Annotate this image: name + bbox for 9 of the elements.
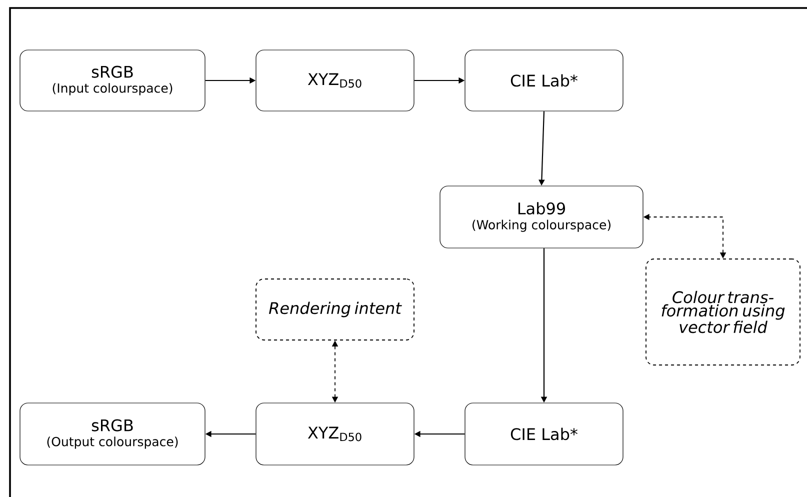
process-box: CIE Lab* — [464, 402, 624, 466]
note-box: Rendering intent — [256, 278, 414, 340]
process-box: sRGB (Input colourspace) — [20, 50, 206, 112]
process-box: sRGB (Output colourspace) — [20, 402, 206, 466]
process-box: CIE Lab* — [464, 50, 624, 112]
note-box: Colour trans- formation using vector field — [646, 258, 800, 366]
process-box: XYZ$_{D50}$ — [256, 50, 414, 112]
process-box: Lab99 (Working colourspace) — [440, 186, 644, 248]
process-box: XYZ$_{D50}$ — [256, 402, 414, 466]
